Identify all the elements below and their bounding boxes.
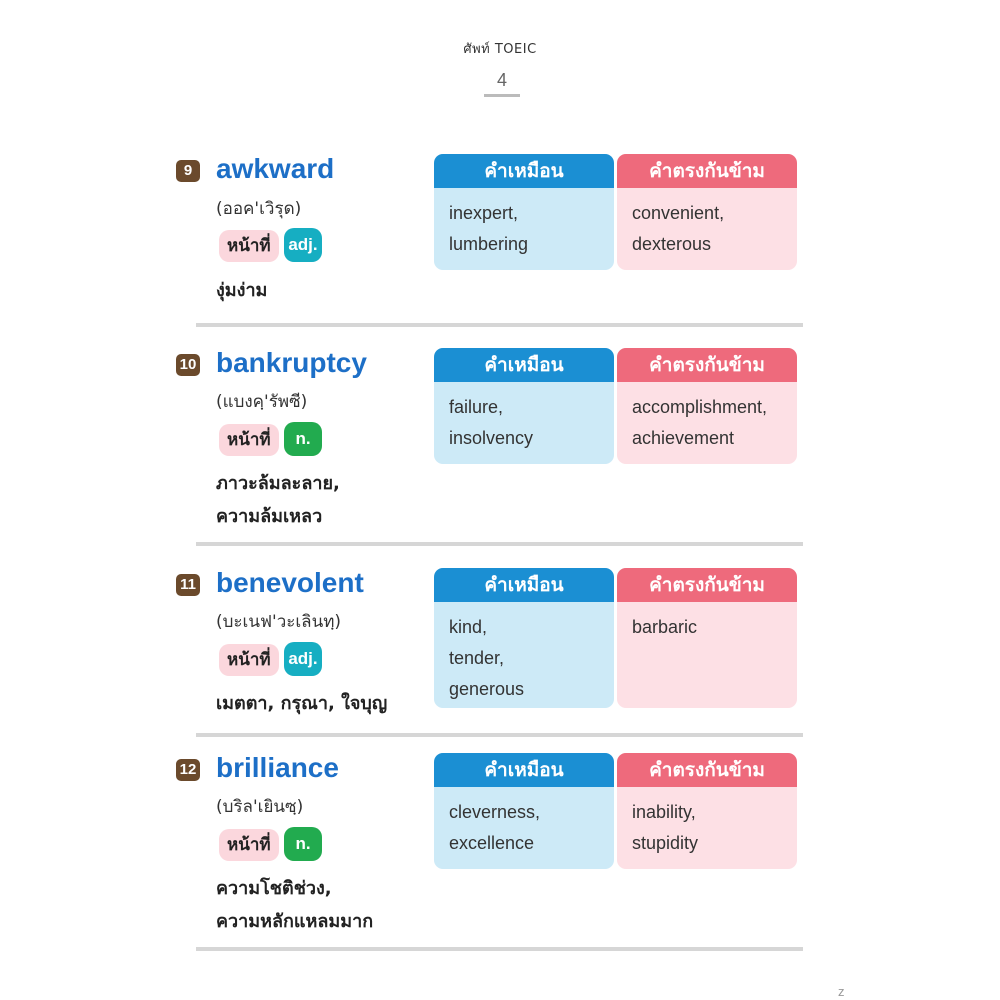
synonym-heading: คำเหมือน <box>434 348 614 382</box>
synonym-item: inexpert, <box>449 203 519 223</box>
antonym-box: คำตรงกันข้าม inability, stupidity <box>617 753 797 869</box>
synonym-list: inexpert, lumbering <box>434 188 614 260</box>
entry-meaning: เมตตา, กรุณา, ใจบุญ <box>216 687 387 720</box>
synonym-item: tender, <box>449 648 505 668</box>
corner-mark: z <box>838 984 845 999</box>
meaning-line: ความล้มเหลว <box>216 506 323 527</box>
entry-word: bankruptcy <box>216 347 367 378</box>
antonym-box: คำตรงกันข้าม accomplishment, achievement <box>617 348 797 464</box>
entry-word: awkward <box>216 153 335 184</box>
entry-pronunciation: (บะเนฟ'วะเลินทฺ) <box>216 612 342 632</box>
antonym-heading: คำตรงกันข้าม <box>617 753 797 787</box>
synonym-heading: คำเหมือน <box>434 154 614 188</box>
antonym-heading: คำตรงกันข้าม <box>617 348 797 382</box>
antonym-box: คำตรงกันข้าม convenient, dexterous <box>617 154 797 270</box>
antonym-heading: คำตรงกันข้าม <box>617 154 797 188</box>
synonym-box: คำเหมือน cleverness, excellence <box>434 753 614 869</box>
entry-divider <box>196 542 803 546</box>
entry-pronunciation: (แบงคฺ'รัพซี) <box>216 392 308 412</box>
role-label: หน้าที่ <box>219 644 279 676</box>
synonym-heading: คำเหมือน <box>434 568 614 602</box>
synonym-box: คำเหมือน inexpert, lumbering <box>434 154 614 270</box>
synonym-list: failure, insolvency <box>434 382 614 454</box>
entry-divider <box>196 733 803 737</box>
synonym-list: cleverness, excellence <box>434 787 614 859</box>
antonym-item: dexterous <box>632 234 712 254</box>
page-number: 4 <box>496 70 507 90</box>
synonym-box: คำเหมือน failure, insolvency <box>434 348 614 464</box>
entry-pronunciation: (บริล'เยินซฺ) <box>216 797 304 817</box>
part-of-speech-badge: adj. <box>284 228 322 262</box>
entry-word: brilliance <box>216 752 339 783</box>
meaning-line: ความโชติช่วง, <box>216 878 332 899</box>
synonym-item: excellence <box>449 833 535 853</box>
book-title: ศัพท์ TOEIC <box>463 42 537 57</box>
antonym-item: inability, <box>632 802 696 822</box>
entry-number-badge: 11 <box>176 574 200 596</box>
entry-number-badge: 12 <box>176 759 200 781</box>
antonym-box: คำตรงกันข้าม barbaric <box>617 568 797 708</box>
meaning-line: ภาวะล้มละลาย, <box>216 473 340 494</box>
antonym-item: stupidity <box>632 833 699 853</box>
synonym-item: lumbering <box>449 234 529 254</box>
entry-meaning: ภาวะล้มละลาย, ความล้มเหลว <box>216 467 340 533</box>
part-of-speech-badge: n. <box>284 422 322 456</box>
synonym-item: failure, <box>449 397 504 417</box>
part-of-speech-badge: adj. <box>284 642 322 676</box>
antonym-item: barbaric <box>632 617 698 637</box>
entry-number-badge: 10 <box>176 354 200 376</box>
entry-number-badge: 9 <box>176 160 200 182</box>
page-number-underline <box>484 94 520 97</box>
synonym-item: insolvency <box>449 428 534 448</box>
antonym-item: convenient, <box>632 203 725 223</box>
part-of-speech-badge: n. <box>284 827 322 861</box>
antonym-heading: คำตรงกันข้าม <box>617 568 797 602</box>
synonym-heading: คำเหมือน <box>434 753 614 787</box>
synonym-box: คำเหมือน kind, tender, generous <box>434 568 614 708</box>
synonym-item: kind, <box>449 617 488 637</box>
entry-meaning: งุ่มง่าม <box>216 274 267 307</box>
meaning-line: เมตตา, กรุณา, ใจบุญ <box>216 693 388 714</box>
synonym-list: kind, tender, generous <box>434 602 614 705</box>
antonym-list: inability, stupidity <box>617 787 797 859</box>
antonym-item: achievement <box>632 428 735 448</box>
entry-meaning: ความโชติช่วง, ความหลักแหลมมาก <box>216 872 373 938</box>
synonym-item: generous <box>449 679 525 699</box>
meaning-line: งุ่มง่าม <box>216 280 268 301</box>
synonym-item: cleverness, <box>449 802 541 822</box>
role-label: หน้าที่ <box>219 230 279 262</box>
entry-pronunciation: (ออค'เวิรุด) <box>216 199 302 219</box>
entry-divider <box>196 947 803 951</box>
entry-divider <box>196 323 803 327</box>
role-label: หน้าที่ <box>219 424 279 456</box>
antonym-item: accomplishment, <box>632 397 768 417</box>
antonym-list: barbaric <box>617 602 797 643</box>
antonym-list: convenient, dexterous <box>617 188 797 260</box>
page-header: ศัพท์ TOEIC 4 <box>0 0 1000 110</box>
entry-word: benevolent <box>216 567 364 598</box>
antonym-list: accomplishment, achievement <box>617 382 797 454</box>
meaning-line: ความหลักแหลมมาก <box>216 911 374 932</box>
role-label: หน้าที่ <box>219 829 279 861</box>
